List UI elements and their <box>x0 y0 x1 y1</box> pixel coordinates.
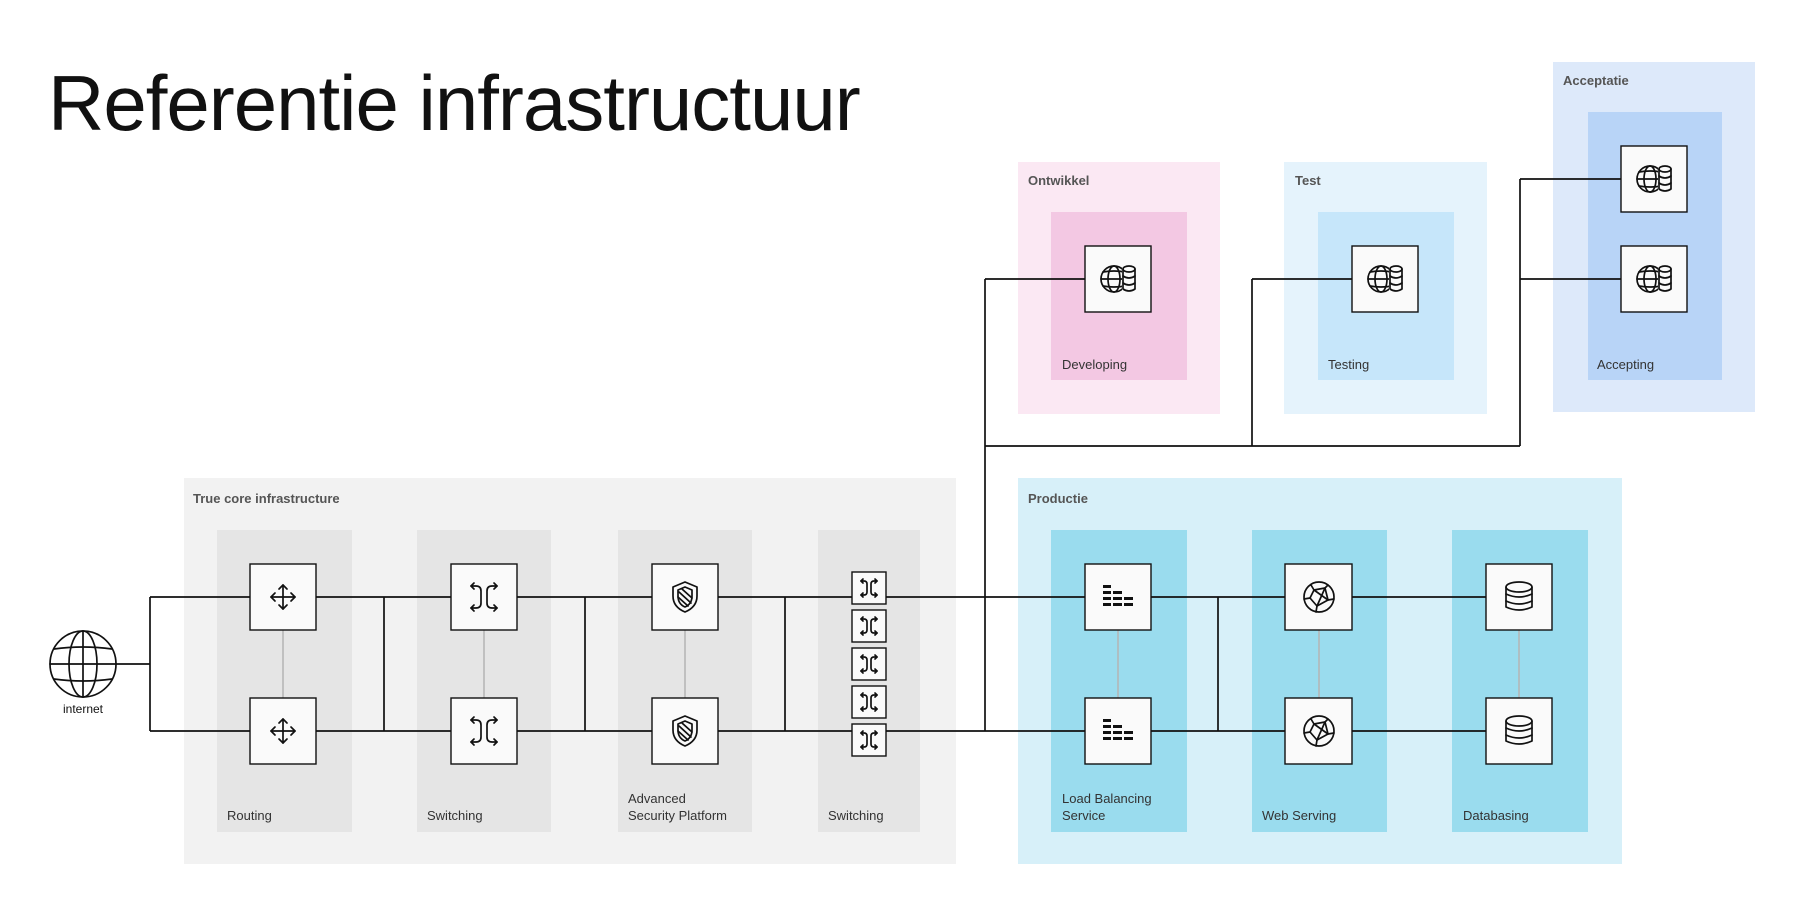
internet-label: internet <box>63 702 104 716</box>
developing-label: Developing <box>1062 357 1127 372</box>
loadbalancing-label-line1: Load Balancing <box>1062 791 1152 806</box>
productie-group: Productie <box>1018 478 1622 864</box>
security-label-line1: Advanced <box>628 791 686 806</box>
switch-node-2 <box>450 697 518 765</box>
switch-node-1 <box>450 563 518 631</box>
routing-label: Routing <box>227 808 272 823</box>
database-node-2 <box>1485 697 1553 765</box>
accepting-label: Accepting <box>1597 357 1654 372</box>
testing-node <box>1351 245 1419 313</box>
loadbalancing-label-line2: Service <box>1062 808 1105 823</box>
accepting-node-1 <box>1620 145 1688 213</box>
switching-label-2: Switching <box>828 808 884 823</box>
testing-label: Testing <box>1328 357 1369 372</box>
switching-label-1: Switching <box>427 808 483 823</box>
core-group: True core infrastructure <box>184 478 956 864</box>
small-switch-2 <box>851 609 887 643</box>
internet-node <box>49 630 117 698</box>
database-node-1 <box>1485 563 1553 631</box>
router-node-1 <box>249 563 317 631</box>
developing-node <box>1084 245 1152 313</box>
small-switch-1 <box>851 571 887 605</box>
security-label-line2: Security Platform <box>628 808 727 823</box>
webserver-node-1 <box>1284 563 1353 631</box>
page-title: Referentie infrastructuur <box>48 59 861 147</box>
globe-icon <box>49 630 117 698</box>
acceptatie-group-label: Acceptatie <box>1563 73 1629 88</box>
small-switch-3 <box>851 647 887 681</box>
loadbalancer-node-1 <box>1084 563 1152 631</box>
security-node-2 <box>651 697 719 765</box>
loadbalancer-node-2 <box>1084 697 1152 765</box>
test-group-label: Test <box>1295 173 1321 188</box>
small-switch-5 <box>851 723 887 757</box>
databasing-label: Databasing <box>1463 808 1529 823</box>
core-group-label: True core infrastructure <box>193 491 340 506</box>
webserver-node-2 <box>1284 697 1353 765</box>
wiring <box>116 178 1621 732</box>
productie-group-label: Productie <box>1028 491 1088 506</box>
ontwikkel-group-label: Ontwikkel <box>1028 173 1089 188</box>
security-node-1 <box>651 563 719 631</box>
router-node-2 <box>249 697 317 765</box>
accepting-node-2 <box>1620 245 1688 313</box>
small-switch-4 <box>851 685 887 719</box>
webserving-label: Web Serving <box>1262 808 1336 823</box>
